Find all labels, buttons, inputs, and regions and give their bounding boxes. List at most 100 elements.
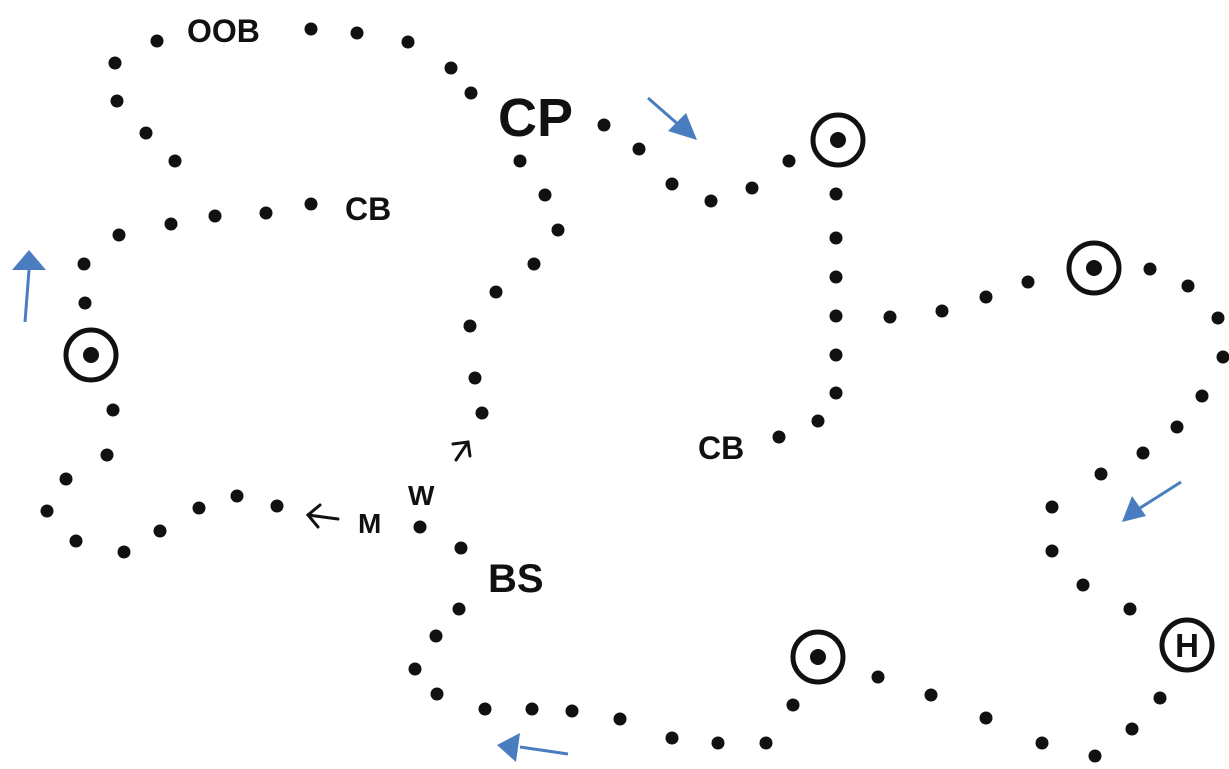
- label-cb-left: CB: [345, 191, 391, 227]
- route-dot: [871, 670, 885, 684]
- route-dot: [164, 217, 178, 231]
- route-dot: [513, 154, 527, 168]
- checkpoint-marker-icon: [1066, 240, 1122, 296]
- route-dot: [1123, 602, 1137, 616]
- route-dot: [565, 704, 579, 718]
- route-dot: [463, 319, 477, 333]
- route-dot: [139, 126, 153, 140]
- helipad-label: H: [1175, 627, 1199, 664]
- route-dot: [1195, 389, 1209, 403]
- route-dot: [117, 545, 131, 559]
- route-dot: [1088, 749, 1102, 763]
- route-dot: [1181, 279, 1195, 293]
- route-dot: [489, 285, 503, 299]
- route-dot: [632, 142, 646, 156]
- route-dot: [464, 86, 478, 100]
- route-dot: [1094, 467, 1108, 481]
- route-dot: [597, 118, 611, 132]
- route-dot: [429, 629, 443, 643]
- route-dot: [811, 414, 825, 428]
- route-dot: [430, 687, 444, 701]
- route-dot: [979, 711, 993, 725]
- route-dot: [192, 501, 206, 515]
- route-dot: [1170, 420, 1184, 434]
- label-cb-center: CB: [698, 430, 744, 466]
- route-dot: [772, 430, 786, 444]
- route-dot: [1216, 350, 1229, 364]
- route-dot: [1143, 262, 1157, 276]
- route-dot: [745, 181, 759, 195]
- route-dot: [979, 290, 993, 304]
- route-dot: [1045, 500, 1059, 514]
- route-dot: [1021, 275, 1035, 289]
- route-dot: [829, 187, 843, 201]
- route-dot: [475, 406, 489, 420]
- route-dot: [350, 26, 364, 40]
- route-dot: [1211, 311, 1225, 325]
- route-dot: [77, 257, 91, 271]
- route-dot: [153, 524, 167, 538]
- route-dot: [704, 194, 718, 208]
- route-dot: [829, 386, 843, 400]
- route-dot: [112, 228, 126, 242]
- route-dot: [59, 472, 73, 486]
- route-dot: [168, 154, 182, 168]
- route-dot: [230, 489, 244, 503]
- route-dot: [525, 702, 539, 716]
- checkpoint-marker-icon: [790, 629, 846, 685]
- blue-arrow-icon: [1122, 480, 1182, 522]
- route-dot: [613, 712, 627, 726]
- route-dot: [78, 296, 92, 310]
- blue-arrow-icon: [12, 250, 46, 323]
- label-m: M: [358, 508, 381, 539]
- route-dot: [883, 310, 897, 324]
- checkpoint-marker-icon: [810, 112, 866, 168]
- route-dot: [935, 304, 949, 318]
- route-dot: [106, 403, 120, 417]
- route-dot: [478, 702, 492, 716]
- blue-arrow-icon: [497, 733, 569, 762]
- route-dot: [444, 61, 458, 75]
- route-dot: [468, 371, 482, 385]
- route-dot: [924, 688, 938, 702]
- route-dot: [551, 223, 565, 237]
- route-dot: [538, 188, 552, 202]
- checkpoint-marker-icon: [63, 327, 119, 383]
- route-dot: [452, 602, 466, 616]
- route-dot: [829, 348, 843, 362]
- route-dot: [829, 231, 843, 245]
- route-dot: [100, 448, 114, 462]
- route-dot: [208, 209, 222, 223]
- label-w: W: [408, 480, 435, 511]
- route-dot: [665, 177, 679, 191]
- route-dot: [150, 34, 164, 48]
- label-oob: OOB: [187, 13, 260, 49]
- route-dot: [304, 197, 318, 211]
- route-dot: [304, 22, 318, 36]
- route-dot: [401, 35, 415, 49]
- route-dot: [454, 541, 468, 555]
- route-dot: [829, 270, 843, 284]
- label-bs: BS: [488, 557, 544, 601]
- route-dot: [270, 499, 284, 513]
- route-dot: [1035, 736, 1049, 750]
- route-dot: [665, 731, 679, 745]
- route-dot: [259, 206, 273, 220]
- route-dot: [69, 534, 83, 548]
- route-dot: [711, 736, 725, 750]
- label-cp: CP: [498, 88, 573, 148]
- route-dot: [413, 520, 427, 534]
- route-dot: [759, 736, 773, 750]
- route-dot: [1125, 722, 1139, 736]
- route-dot: [408, 662, 422, 676]
- helipad-marker-icon: H: [1159, 617, 1215, 673]
- route-dot: [782, 154, 796, 168]
- route-dot: [786, 698, 800, 712]
- route-dot: [1076, 578, 1090, 592]
- route-dot: [1045, 544, 1059, 558]
- route-dot: [829, 309, 843, 323]
- arrow-left-icon: [305, 503, 340, 529]
- route-dot: [527, 257, 541, 271]
- route-dot: [1136, 446, 1150, 460]
